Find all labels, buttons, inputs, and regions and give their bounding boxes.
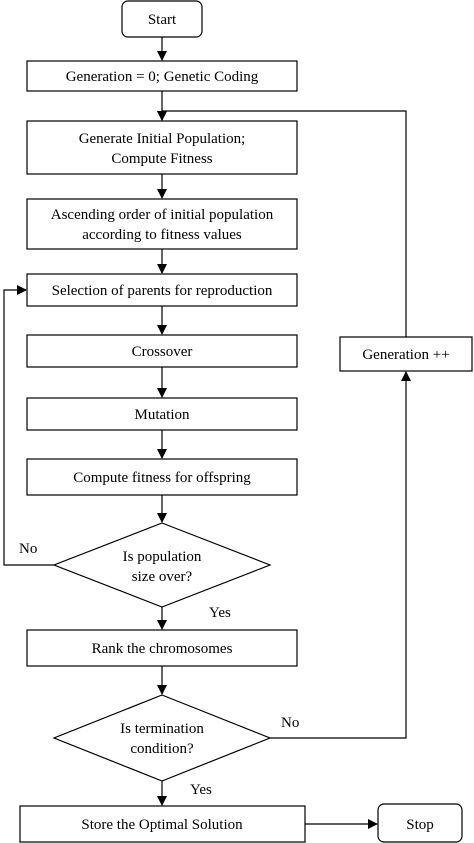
mutation-label: Mutation (135, 407, 190, 423)
generate-initial-label-line2: Compute Fitness (111, 151, 212, 167)
termination-no-label: No (281, 715, 299, 731)
connector-generation-increment-loop (157, 110, 407, 337)
generation-increment-box (339, 336, 473, 372)
population-decision-label-line1: Is population (123, 549, 202, 565)
connector-termination-no (270, 371, 411, 739)
termination-decision-label-line2: condition? (130, 741, 194, 757)
termination-decision-label-line1: Is termination (120, 721, 204, 737)
generation-zero-label: Generation = 0; Genetic Coding (66, 69, 259, 85)
ascending-order-label-line1: Ascending order of initial population (51, 207, 274, 223)
start-label: Start (148, 12, 177, 28)
generation-zero-box (26, 60, 298, 92)
population-decision-label-line2: size over? (132, 569, 193, 585)
connector-population-no-loop (3, 285, 54, 566)
stop-label: Stop (406, 817, 434, 833)
population-decision-diamond (52, 522, 272, 608)
generate-initial-label-line1: Generate Initial Population; (79, 131, 246, 147)
termination-yes-label: Yes (190, 782, 212, 798)
compute-offspring-label: Compute fitness for offspring (73, 470, 251, 486)
ascending-order-label-line2: according to fitness values (82, 227, 242, 243)
store-solution-label: Store the Optimal Solution (81, 817, 243, 833)
population-no-label: No (19, 541, 37, 557)
rank-box (26, 629, 298, 667)
mutation-box (26, 397, 298, 431)
rank-label: Rank the chromosomes (92, 641, 233, 657)
crossover-box (26, 334, 298, 368)
store-solution-box (19, 805, 306, 843)
stop-terminal (377, 803, 463, 843)
selection-label: Selection of parents for reproduction (52, 283, 273, 299)
ascending-order-box (26, 198, 298, 250)
crossover-label: Crossover (132, 344, 193, 360)
termination-decision-diamond (52, 694, 272, 782)
selection-box (26, 273, 298, 307)
compute-offspring-box (26, 458, 298, 496)
generation-increment-label: Generation ++ (362, 347, 449, 363)
population-yes-label: Yes (209, 605, 231, 621)
